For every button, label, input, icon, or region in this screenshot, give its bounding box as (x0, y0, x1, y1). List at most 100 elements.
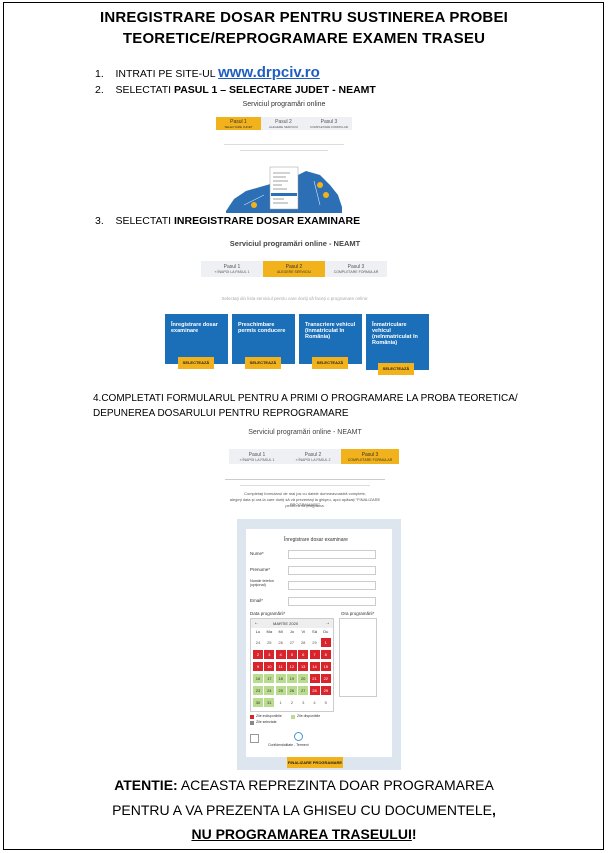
calendar-day[interactable]: 28 (309, 686, 320, 695)
calendar-day[interactable]: 25 (267, 640, 272, 645)
calendar-day[interactable]: 13 (298, 662, 309, 671)
shot2-crumb-1[interactable]: Pasul 1 « ÎNAPOI LA PASUL 1 (201, 261, 263, 277)
shot1-crumb-1[interactable]: Pasul 1 SELECTARE JUDET (216, 117, 261, 130)
shot2-crumb-1-label: Pasul 1 (223, 264, 241, 270)
calendar-day[interactable]: 27 (289, 640, 295, 645)
tile-preschimbare-permis[interactable]: Preschimbare permis conducere (232, 314, 295, 364)
calendar-day[interactable]: 23 (253, 686, 263, 695)
shot3-info-3: pentru a vă programa. (285, 503, 325, 508)
email-input[interactable] (288, 597, 376, 606)
shot2-breadcrumb: Pasul 1 « ÎNAPOI LA PASUL 1 Pasul 2 ALEG… (201, 261, 387, 277)
shot2-crumb-2[interactable]: Pasul 2 ALEGERE SERVICIU (263, 261, 325, 277)
shot3-crumb-2-sub: « ÎNAPOI LA PASUL 2 (295, 457, 331, 462)
calendar-day[interactable]: 28 (300, 640, 306, 645)
calendar-day[interactable]: 7 (309, 650, 320, 659)
shot3-crumb-2[interactable]: Pasul 2 « ÎNAPOI LA PASUL 2 (285, 449, 341, 464)
ora-select-box[interactable] (339, 618, 377, 697)
calendar-weekday: Jo (289, 629, 294, 634)
step-3: 3. SELECTATI INREGISTRARE DOSAR EXAMINAR… (95, 215, 360, 227)
prenume-input[interactable] (288, 566, 376, 575)
doc-title-line2: TEORETICE/REPROGRAMARE EXAMEN TRASEU (122, 30, 486, 47)
step-1-number: 1. (95, 68, 104, 80)
page-border (3, 2, 604, 850)
calendar-day[interactable]: 19 (286, 674, 297, 683)
shot1-crumb-3-sub: COMPLETARE FORMULAR (309, 124, 349, 129)
calendar-weekday: Sâ (312, 629, 317, 634)
calendar-day[interactable]: 21 (309, 674, 320, 683)
calendar-day[interactable]: 26 (278, 640, 283, 645)
calendar-day[interactable]: 20 (298, 674, 309, 683)
label-data-programarii: Data programării* (250, 611, 286, 616)
tile-3-select-button[interactable]: SELECTEAZĂ (312, 357, 348, 369)
tile-2-select-button[interactable]: SELECTEAZĂ (245, 357, 281, 369)
calendar-day[interactable]: 8 (320, 650, 331, 659)
step-3-number: 3. (95, 215, 104, 227)
label-nume: Nume* (250, 551, 264, 556)
shot3-crumb-3-sub: COMPLETARE FORMULAR (347, 457, 393, 462)
calendar-day[interactable]: 30 (253, 698, 263, 707)
label-prenume: Prenume* (250, 567, 271, 572)
legend-green-swatch (291, 715, 295, 719)
calendar-day[interactable]: 29 (320, 686, 331, 695)
shot3-title: Serviciul programări online - NEAMT (248, 429, 362, 436)
romania-map-icon[interactable] (224, 165, 344, 213)
calendar-day[interactable]: 4 (275, 650, 286, 659)
calendar-day[interactable]: 12 (286, 662, 297, 671)
calendar-prev-icon[interactable]: ← (254, 620, 259, 626)
calendar-day[interactable]: 14 (309, 662, 320, 671)
shot1-crumb-1-sub: SELECTARE JUDET (224, 124, 253, 129)
finalize-button[interactable]: FINALIZARE PROGRAMARE (287, 757, 343, 768)
tile-4-select-button[interactable]: SELECTEAZĂ (378, 363, 414, 375)
calendar-day[interactable]: 15 (320, 662, 331, 671)
calendar-day[interactable]: 3 (264, 650, 275, 659)
shot1-crumb-2[interactable]: Pasul 2 ALEGERE SERVICIU (261, 117, 306, 130)
calendar-day[interactable]: 5 (286, 650, 297, 659)
calendar-day[interactable]: 16 (253, 674, 263, 683)
warning-comma: , (492, 802, 496, 818)
tile-1-select-button[interactable]: SELECTEAZĂ (178, 357, 214, 369)
calendar-day[interactable]: 24 (255, 640, 261, 645)
calendar-day[interactable]: 6 (298, 650, 309, 659)
calendar-day[interactable]: 29 (312, 640, 317, 645)
shot3-crumb-3[interactable]: Pasul 3 COMPLETARE FORMULAR (341, 449, 399, 464)
calendar-day[interactable]: 4 (313, 700, 316, 705)
telefon-input[interactable] (288, 581, 376, 590)
calendar-weekday: Du (323, 629, 329, 634)
nume-input[interactable] (288, 550, 376, 559)
captcha-checkbox[interactable] (250, 734, 259, 743)
site-link[interactable]: www.drpciv.ro (218, 64, 320, 81)
shot1-crumb-2-sub: ALEGERE SERVICIU (268, 124, 299, 129)
shot3-faint-line-2 (240, 485, 370, 486)
calendar-next-icon[interactable]: → (325, 620, 330, 626)
calendar-day[interactable]: 9 (253, 662, 263, 671)
label-telefon: Număr telefon (opţional) (250, 579, 274, 587)
calendar-day[interactable]: 26 (286, 686, 297, 695)
calendar-day[interactable]: 11 (275, 662, 286, 671)
shot2-title: Serviciul programări online - NEAMT (229, 239, 361, 248)
calendar-day[interactable]: 24 (264, 686, 275, 695)
step-4-line1: 4.COMPLETATI FORMULARUL PENTRU A PRIMI O… (93, 393, 518, 404)
shot2-crumb-3[interactable]: Pasul 3 COMPLETARE FORMULAR (325, 261, 387, 277)
tile-transcriere-vehicul[interactable]: Transcriere vehicul (înmatriculat în Rom… (299, 314, 362, 364)
calendar-day[interactable]: 31 (264, 698, 275, 707)
shot1-crumb-3[interactable]: Pasul 3 COMPLETARE FORMULAR (306, 117, 352, 130)
calendar-day[interactable]: 2 (253, 650, 263, 659)
calendar-day[interactable]: 27 (298, 686, 309, 695)
calendar-day[interactable]: 1 (320, 638, 331, 647)
tile-inregistrare-dosar[interactable]: Înregistrare dosar examinare (165, 314, 228, 364)
legend-available: Zile disponibile (297, 714, 321, 718)
recaptcha-icon (294, 732, 303, 741)
calendar-day[interactable]: 3 (302, 700, 305, 705)
calendar-day[interactable]: 18 (275, 674, 286, 683)
calendar-day[interactable]: 22 (320, 674, 331, 683)
calendar-day[interactable]: 2 (290, 700, 293, 705)
shot2-crumb-3-label: Pasul 3 (347, 264, 365, 270)
calendar-day[interactable]: 10 (264, 662, 275, 671)
calendar-day[interactable]: 17 (264, 674, 275, 683)
calendar-day[interactable]: 1 (279, 700, 282, 705)
shot1-breadcrumb: Pasul 1 SELECTARE JUDET Pasul 2 ALEGERE … (216, 117, 352, 130)
calendar-day[interactable]: 5 (324, 700, 327, 705)
calendar-day[interactable]: 25 (275, 686, 286, 695)
shot3-crumb-1[interactable]: Pasul 1 « ÎNAPOI LA PASUL 1 (229, 449, 285, 464)
tile-inmatriculare-vehicul[interactable]: Înmatriculare vehicul (neînmatriculat în… (366, 314, 429, 370)
